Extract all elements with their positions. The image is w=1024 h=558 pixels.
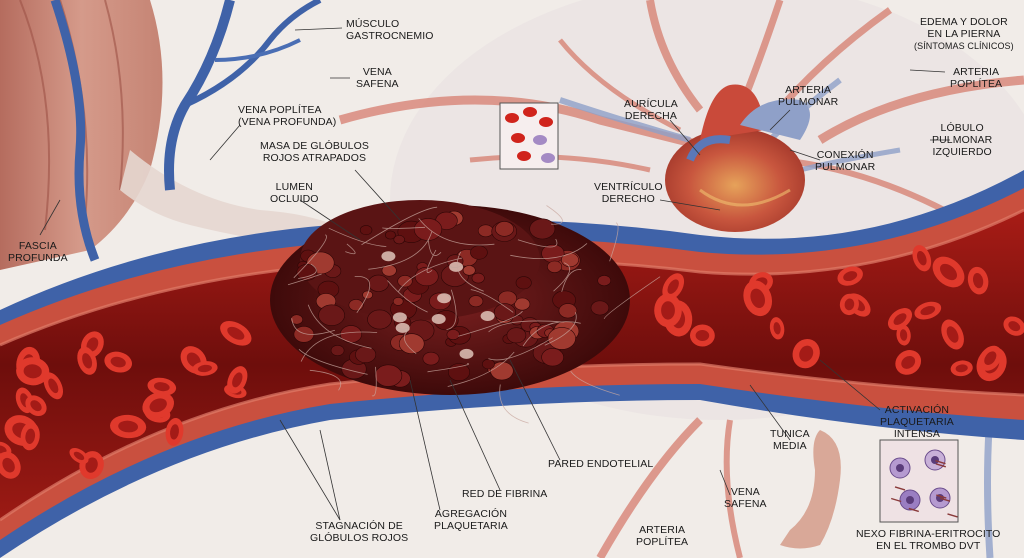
red-blood-cell bbox=[690, 324, 715, 347]
red-blood-cell bbox=[147, 377, 177, 396]
red-blood-cell bbox=[978, 345, 1002, 371]
red-blood-cell bbox=[142, 391, 175, 419]
red-blood-cell bbox=[967, 266, 989, 295]
red-blood-cell bbox=[769, 317, 785, 340]
red-blood-cell bbox=[837, 266, 863, 286]
red-blood-cell bbox=[192, 361, 218, 376]
red-blood-cell bbox=[220, 321, 252, 346]
red-blood-cell bbox=[1003, 316, 1024, 336]
thrombus bbox=[270, 200, 661, 424]
label-vena-poplitea: VENA POPLÍTEA(VENA PROFUNDA) bbox=[238, 104, 337, 128]
red-blood-cells bbox=[0, 245, 1024, 480]
red-blood-cell bbox=[662, 273, 685, 300]
red-blood-cell bbox=[654, 293, 682, 328]
red-blood-cell bbox=[912, 245, 932, 272]
red-blood-cell bbox=[932, 256, 965, 288]
red-blood-cell bbox=[895, 350, 922, 375]
red-blood-cell bbox=[69, 448, 89, 464]
red-blood-cell bbox=[227, 366, 248, 394]
red-blood-cell bbox=[941, 319, 964, 350]
red-blood-cell bbox=[950, 360, 973, 377]
red-blood-cell bbox=[77, 346, 97, 375]
red-blood-cell bbox=[104, 351, 133, 373]
red-blood-cell bbox=[887, 308, 913, 331]
red-blood-cell bbox=[20, 422, 40, 451]
red-blood-cell bbox=[896, 324, 911, 346]
red-blood-cell bbox=[792, 338, 820, 369]
red-blood-cell bbox=[914, 301, 942, 320]
red-blood-cell bbox=[16, 357, 50, 386]
red-blood-cell bbox=[43, 372, 64, 400]
red-blood-cell bbox=[25, 395, 47, 417]
red-blood-cell bbox=[165, 417, 184, 446]
label-pared-endotelial: PARED ENDOTELIAL bbox=[548, 458, 654, 470]
red-blood-cell bbox=[743, 280, 773, 317]
red-blood-cell bbox=[110, 414, 147, 439]
red-blood-cell bbox=[839, 293, 859, 316]
red-blood-cell bbox=[0, 451, 21, 479]
label-red-fibrina: RED DE FIBRINA bbox=[462, 488, 548, 500]
